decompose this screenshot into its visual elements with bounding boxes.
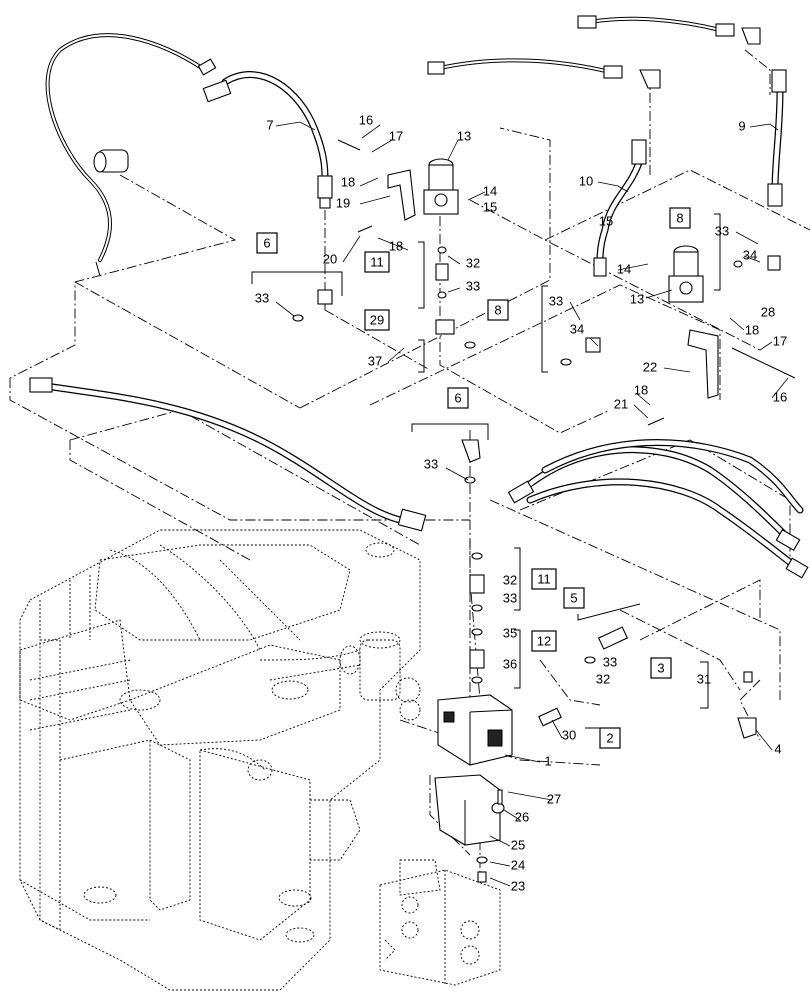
callout-c30: 30 <box>562 727 576 742</box>
long-hose-left <box>29 377 427 532</box>
boxed-callout-b6b: 6 <box>447 387 469 409</box>
callout-box-label: 11 <box>370 254 384 269</box>
callout-box <box>599 727 621 749</box>
callout-c33c: 33 <box>549 293 563 308</box>
boxed-callout-b8b: 8 <box>669 207 691 229</box>
callout-c27: 27 <box>547 791 561 806</box>
callout-box-label: 29 <box>370 312 384 327</box>
boxed-callout-b5: 5 <box>563 587 585 609</box>
callout-c20: 20 <box>323 251 337 266</box>
callout-c17a: 17 <box>389 128 403 143</box>
boxed-callout-b29: 29 <box>364 309 390 331</box>
callout-c33e: 33 <box>424 456 438 471</box>
frame-actuator <box>339 631 421 721</box>
boxed-callout-b12: 12 <box>531 630 557 652</box>
boxed-callout-b8a: 8 <box>487 299 509 321</box>
callout-c15a: 15 <box>483 199 497 214</box>
boxed-callout-b6a: 6 <box>256 232 278 254</box>
callout-box-label: 8 <box>494 302 501 317</box>
callout-c33a: 33 <box>255 290 269 305</box>
control-valve-block <box>379 859 501 986</box>
callout-box-label: 3 <box>657 660 664 675</box>
callout-c28: 28 <box>761 304 775 319</box>
boxed-callout-b3: 3 <box>650 657 672 679</box>
hose-7 <box>45 33 333 277</box>
callout-c7: 7 <box>266 117 273 132</box>
callout-c4: 4 <box>774 741 781 756</box>
callout-box <box>531 630 557 652</box>
callout-c23: 23 <box>511 878 525 893</box>
callout-c14b: 14 <box>617 261 631 276</box>
bracket-19 <box>387 169 416 221</box>
callout-c33g: 33 <box>603 654 617 669</box>
valve-13-upper <box>423 158 459 215</box>
callout-box <box>364 251 390 273</box>
boxed-callout-b2: 2 <box>599 727 621 749</box>
callout-c10: 10 <box>579 173 593 188</box>
callout-c16a: 16 <box>359 112 373 127</box>
callout-box-label: 6 <box>263 235 270 250</box>
boxed-callout-b11a: 11 <box>364 251 390 273</box>
callout-c18c: 18 <box>745 322 759 337</box>
callout-c32a: 32 <box>466 255 480 270</box>
callout-c9: 9 <box>738 118 745 133</box>
callout-box-label: 5 <box>570 590 577 605</box>
callout-box <box>364 309 390 331</box>
callout-c34a: 34 <box>570 321 584 336</box>
callout-c22: 22 <box>643 359 657 374</box>
fittings <box>292 139 796 883</box>
callout-c21: 21 <box>614 396 628 411</box>
callout-c33d: 33 <box>715 223 729 238</box>
leader-lines <box>275 121 789 887</box>
callout-c26: 26 <box>515 809 529 824</box>
callout-c31: 31 <box>697 671 711 686</box>
callout-c32b: 32 <box>503 572 517 587</box>
callout-c18a: 18 <box>341 174 355 189</box>
callout-c18b: 18 <box>389 238 403 253</box>
callout-c33b: 33 <box>466 278 480 293</box>
callout-box-label: 11 <box>537 571 551 586</box>
hose-9 <box>767 69 787 207</box>
callout-c16b: 16 <box>773 389 787 404</box>
callout-c13a: 13 <box>457 128 471 143</box>
callout-box <box>563 587 585 609</box>
hose-pair-right <box>507 439 809 579</box>
callout-box <box>531 568 557 590</box>
callout-box <box>447 387 469 409</box>
top-hoses <box>427 15 761 89</box>
callout-c36: 36 <box>503 656 517 671</box>
callout-box <box>669 207 691 229</box>
callout-c33f: 33 <box>503 590 517 605</box>
bracket-25 <box>434 774 501 846</box>
callout-c18d: 18 <box>634 382 648 397</box>
valve-13-lower <box>668 245 704 303</box>
callout-c13b: 13 <box>630 291 644 306</box>
callout-c14a: 14 <box>483 183 497 198</box>
callout-c17b: 17 <box>773 333 787 348</box>
callout-box <box>487 299 509 321</box>
callout-c24: 24 <box>511 857 525 872</box>
callout-c32c: 32 <box>596 671 610 686</box>
callout-box <box>650 657 672 679</box>
callout-c35: 35 <box>503 625 517 640</box>
callout-c37: 37 <box>368 353 382 368</box>
callout-box-label: 12 <box>537 633 551 648</box>
callout-box-label: 8 <box>676 210 683 225</box>
callout-box <box>256 232 278 254</box>
callout-c19: 19 <box>336 195 350 210</box>
valve-1 <box>437 694 513 766</box>
callout-box-label: 6 <box>454 390 461 405</box>
callout-c1: 1 <box>544 753 551 768</box>
bracket-22 <box>687 329 719 399</box>
callout-c15b: 15 <box>599 213 613 228</box>
hose-10 <box>593 139 647 277</box>
callout-c25: 25 <box>511 837 525 852</box>
loader-frame <box>19 529 421 991</box>
boxed-callout-b11b: 11 <box>531 568 557 590</box>
callout-c34b: 34 <box>743 247 757 262</box>
callout-box-label: 2 <box>606 730 613 745</box>
